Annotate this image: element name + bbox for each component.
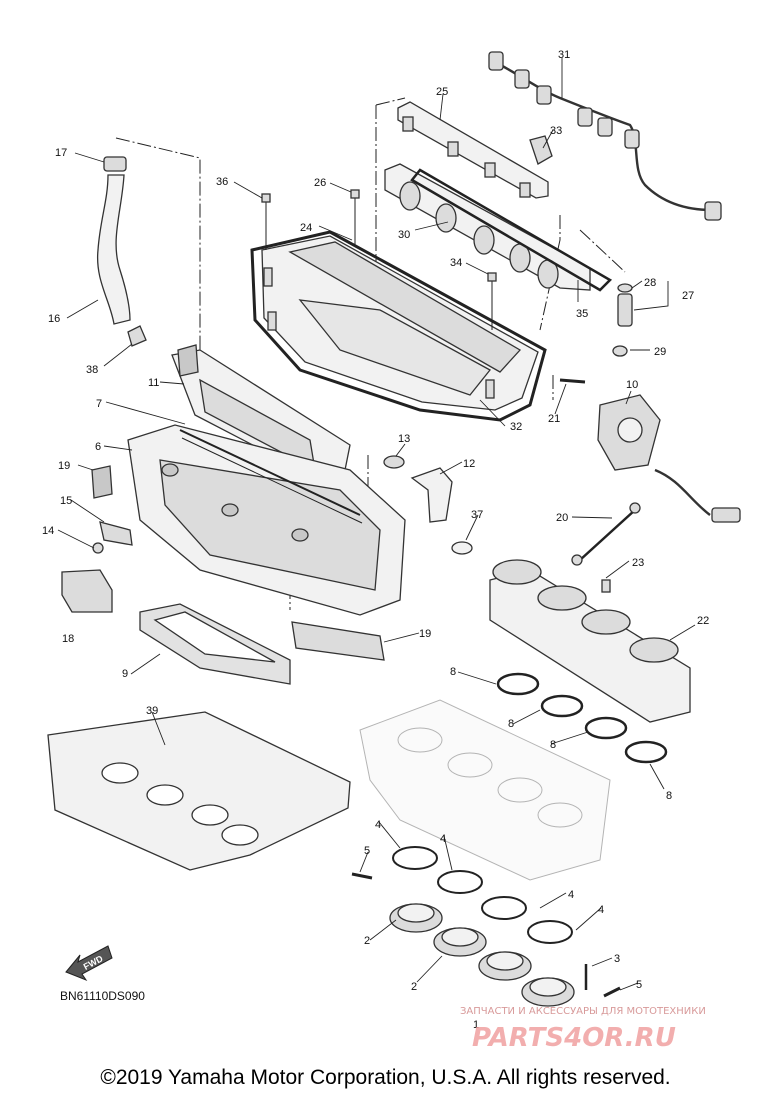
hose-assembly bbox=[96, 156, 147, 347]
label-5a: 5 bbox=[364, 845, 370, 857]
clamps bbox=[392, 846, 573, 944]
intake-joint bbox=[383, 455, 473, 555]
grommet-33 bbox=[529, 135, 553, 165]
airbox-cover bbox=[250, 230, 547, 422]
seal-9 bbox=[139, 603, 385, 685]
label-14: 14 bbox=[42, 525, 54, 537]
label-24: 24 bbox=[300, 222, 312, 234]
watermark: ЗАПЧАСТИ И АКСЕССУАРЫ ДЛЯ МОТОТЕХНИКИ PA… bbox=[460, 1006, 706, 1053]
label-8a: 8 bbox=[450, 666, 456, 678]
label-4a: 4 bbox=[375, 819, 381, 831]
diagram-code: BN61110DS090 bbox=[60, 989, 145, 1003]
label-34: 34 bbox=[450, 257, 462, 269]
label-32: 32 bbox=[510, 421, 522, 433]
label-21: 21 bbox=[548, 413, 560, 425]
wiring-harness bbox=[488, 51, 722, 221]
label-9: 9 bbox=[122, 668, 128, 680]
label-33: 33 bbox=[550, 125, 562, 137]
label-28: 28 bbox=[644, 277, 656, 289]
label-10: 10 bbox=[626, 379, 638, 391]
label-37: 37 bbox=[471, 509, 483, 521]
fwd-arrow-icon: FWD bbox=[65, 945, 113, 982]
label-17: 17 bbox=[55, 147, 67, 159]
label-26: 26 bbox=[314, 177, 326, 189]
heat-shield bbox=[47, 711, 351, 871]
label-22: 22 bbox=[697, 615, 709, 627]
label-8d: 8 bbox=[666, 790, 672, 802]
label-20: 20 bbox=[556, 512, 568, 524]
label-30: 30 bbox=[398, 229, 410, 241]
bolts-upper bbox=[261, 189, 586, 384]
label-11: 11 bbox=[148, 377, 159, 389]
o-rings bbox=[496, 672, 668, 764]
airbox-lower bbox=[127, 424, 406, 616]
label-6: 6 bbox=[95, 441, 101, 453]
label-13: 13 bbox=[398, 433, 410, 445]
label-2a: 2 bbox=[364, 935, 370, 947]
leader-lines bbox=[57, 58, 696, 991]
label-38: 38 bbox=[86, 364, 98, 376]
label-23: 23 bbox=[632, 557, 644, 569]
fuel-rail bbox=[397, 101, 549, 199]
throttle-actuator bbox=[597, 394, 741, 523]
engine-ghost bbox=[359, 699, 611, 881]
label-4d: 4 bbox=[598, 904, 604, 916]
label-27: 27 bbox=[682, 290, 694, 302]
throttle-bodies bbox=[489, 559, 691, 723]
part-labels: 1 2 2 3 4 4 4 4 5 5 6 7 8 8 8 8 9 10 11 … bbox=[42, 49, 709, 1031]
label-35: 35 bbox=[576, 308, 588, 320]
label-5b: 5 bbox=[636, 979, 642, 991]
label-4c: 4 bbox=[568, 889, 574, 901]
label-7: 7 bbox=[96, 398, 102, 410]
label-19b: 19 bbox=[419, 628, 431, 640]
sensor-27 bbox=[612, 283, 633, 357]
label-1: 1 bbox=[473, 1019, 479, 1031]
small-parts-left bbox=[61, 465, 133, 613]
copyright-notice: ©2019 Yamaha Motor Corporation, U.S.A. A… bbox=[100, 1066, 671, 1089]
label-8c: 8 bbox=[550, 739, 556, 751]
screws-3-5 bbox=[351, 872, 621, 998]
watermark-tagline: ЗАПЧАСТИ И АКСЕССУАРЫ ДЛЯ МОТОТЕХНИКИ bbox=[460, 1006, 706, 1017]
label-12: 12 bbox=[463, 458, 475, 470]
label-2b: 2 bbox=[411, 981, 417, 993]
label-19a: 19 bbox=[58, 460, 70, 472]
label-18: 18 bbox=[62, 633, 74, 645]
label-4b: 4 bbox=[440, 833, 446, 845]
label-39: 39 bbox=[146, 705, 158, 717]
injector-bank bbox=[384, 163, 613, 292]
intake-joints bbox=[389, 903, 575, 1007]
label-31: 31 bbox=[558, 49, 570, 61]
label-16: 16 bbox=[48, 313, 60, 325]
label-36: 36 bbox=[216, 176, 228, 188]
watermark-site: PARTS4OR.RU bbox=[472, 1023, 676, 1053]
label-15: 15 bbox=[60, 495, 72, 507]
label-3: 3 bbox=[614, 953, 620, 965]
link-rod bbox=[571, 502, 641, 566]
label-8b: 8 bbox=[508, 718, 514, 730]
label-25: 25 bbox=[436, 86, 448, 98]
label-29: 29 bbox=[654, 346, 666, 358]
